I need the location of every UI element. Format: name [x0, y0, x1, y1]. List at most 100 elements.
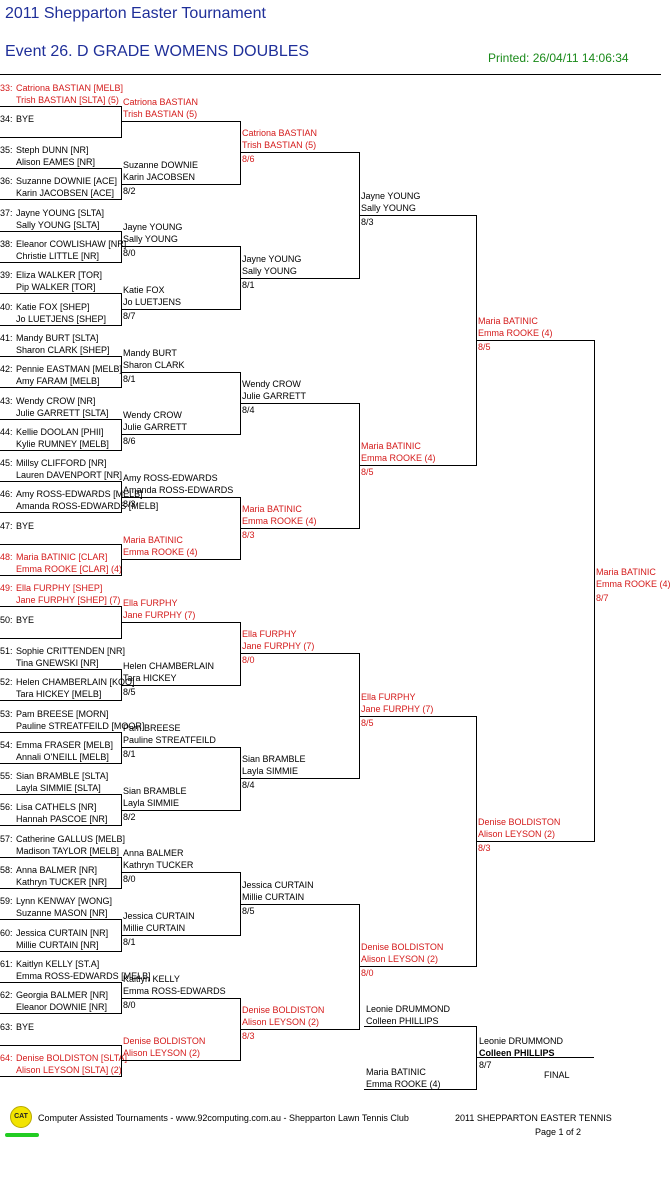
draw-number: 61:	[0, 958, 13, 969]
entry-player-1: Kellie DOOLAN [PHII]	[16, 426, 104, 437]
entry-player-2: Madison TAYLOR [MELB]	[16, 845, 120, 856]
match-score: 8/7	[123, 310, 136, 321]
entry-player-1: Catherine GALLUS [MELB]	[16, 833, 126, 844]
draw-number: 45:	[0, 458, 13, 469]
bracket-line	[121, 371, 240, 373]
round-2-player-1: Katie FOX	[123, 284, 165, 295]
round-6-player-1: Maria BATINIC	[596, 566, 656, 577]
draw-number: 33:	[0, 82, 13, 93]
bracket-line	[364, 1089, 476, 1090]
bracket-line	[0, 1013, 121, 1015]
round-2-player-2: Sally YOUNG	[123, 234, 178, 245]
bracket-line	[121, 183, 240, 185]
match-score: 8/5	[478, 342, 491, 353]
draw-number: 37:	[0, 207, 13, 218]
round-2-player-2: Jo LUETJENS	[123, 296, 182, 307]
entry-player-2: Amanda ROSS-EDWARDS [MELB]	[16, 501, 159, 512]
footer-page: Page 1 of 2	[535, 1127, 582, 1137]
draw-number: 43:	[0, 395, 13, 406]
draw-number: 60:	[0, 927, 13, 938]
entry-player-2: Karin JACOBSEN [ACE]	[16, 188, 115, 199]
round-5-player-2: Alison LEYSON (2)	[478, 829, 556, 840]
round-4-player-2: Jane FURPHY (7)	[361, 703, 434, 714]
bracket-line	[0, 731, 121, 733]
match-score: 8/3	[242, 1030, 255, 1041]
bracket-line	[0, 794, 121, 796]
bracket-line	[0, 230, 121, 232]
entry-player-2: Kathryn TUCKER [NR]	[16, 877, 107, 887]
match-score: 8/0	[123, 248, 136, 259]
bracket-line	[0, 856, 121, 858]
bracket-line	[0, 950, 121, 952]
draw-number: 54:	[0, 739, 13, 750]
draw-number: 53:	[0, 708, 13, 719]
bracket-line	[0, 355, 121, 357]
entry-player-1: BYE	[16, 1021, 35, 1032]
round-5-player-1: Maria BATINIC	[478, 316, 538, 327]
round-2-player-2: Julie GARRETT	[123, 422, 188, 433]
round-3-player-1: Wendy CROW	[242, 378, 301, 389]
entry-player-2: Tina GNEWSKI [NR]	[16, 657, 99, 668]
round-3-player-1: Jayne YOUNG	[242, 253, 302, 264]
round-2-player-1: Kaitlyn KELLY	[123, 973, 180, 984]
entry-player-2: Sharon CLARK [SHEP]	[16, 344, 110, 355]
round-2-player-1: Mandy BURT	[123, 347, 177, 358]
entry-player-2: Kylie RUMNEY [MELB]	[16, 438, 109, 449]
tournament-title: 2011 Shepparton Easter Tournament	[5, 5, 266, 22]
round-2-player-1: Helen CHAMBERLAIN	[123, 660, 215, 671]
bracket-line	[0, 762, 121, 764]
bracket-line	[0, 418, 121, 420]
draw-number: 57:	[0, 833, 13, 844]
entry-player-2: Trish BASTIAN [SLTA] (5)	[16, 94, 119, 105]
bracket-line	[121, 621, 240, 623]
entry-player-2: Annali O'NEILL [MELB]	[16, 751, 109, 762]
entry-player-1: Mandy BURT [SLTA]	[16, 332, 99, 343]
draw-number: 56:	[0, 802, 13, 813]
round-2-player-1: Catriona BASTIAN	[123, 97, 199, 108]
draw-number: 47:	[0, 520, 13, 531]
draw-number: 49:	[0, 583, 13, 594]
bracket-line	[0, 575, 121, 576]
draw-number: 42:	[0, 364, 13, 375]
round-4-player-1: Maria BATINIC	[361, 441, 421, 452]
bracket-line	[0, 481, 121, 483]
round-5-player-2: Emma ROOKE (4)	[478, 328, 553, 339]
entry-player-1: Helen CHAMBERLAIN [KOO]	[16, 677, 135, 688]
entry-player-1: Maria BATINIC [CLAR]	[16, 552, 108, 562]
bracket-line	[121, 809, 240, 811]
draw-number: 63:	[0, 1021, 13, 1032]
round-2-player-1: Anna BALMER	[123, 848, 184, 859]
match-score: 8/3	[123, 498, 136, 509]
entry-player-1: Wendy CROW [NR]	[16, 395, 96, 406]
round-2-player-1: Denise BOLDISTON	[123, 1036, 206, 1047]
round-3-player-2: Sally YOUNG	[242, 265, 297, 276]
round-3-player-1: Denise BOLDISTON	[242, 1004, 325, 1015]
round-2-player-2: Kathryn TUCKER	[123, 860, 194, 871]
entry-player-2: Emma ROSS-EDWARDS [MELB]	[16, 970, 151, 981]
match-score: 8/1	[242, 279, 255, 290]
footer-tournament: 2011 SHEPPARTON EASTER TENNIS	[455, 1113, 612, 1123]
round-4-player-1: Denise BOLDISTON	[361, 942, 444, 953]
entry-player-1: Sian BRAMBLE [SLTA]	[16, 771, 109, 782]
bracket-line	[0, 136, 121, 138]
draw-number: 38:	[0, 239, 13, 249]
match-score: 8/4	[242, 404, 255, 415]
round-3-player-1: Sian BRAMBLE	[242, 754, 306, 765]
final-bottom-player-2: Emma ROOKE (4)	[366, 1079, 441, 1089]
final-bottom-player-1: Maria BATINIC	[366, 1067, 426, 1077]
final-winner-player-2: Colleen PHILLIPS	[479, 1048, 555, 1058]
draw-number: 55:	[0, 771, 13, 782]
match-score: 8/4	[242, 780, 255, 791]
match-score: 8/2	[123, 185, 136, 196]
round-2-player-2: Amanda ROSS-EDWARDS	[123, 484, 234, 495]
draw-number: 52:	[0, 677, 13, 688]
draw-number: 62:	[0, 990, 13, 1001]
bracket-line	[476, 841, 594, 843]
entry-player-1: Ella FURPHY [SHEP]	[16, 583, 103, 594]
round-2-player-2: Alison LEYSON (2)	[123, 1048, 201, 1059]
bracket-line	[121, 121, 240, 123]
bracket-line	[240, 903, 359, 905]
entry-player-2: Amy FARAM [MELB]	[16, 376, 100, 387]
entry-player-2: Millie CURTAIN [NR]	[16, 939, 99, 950]
round-2-player-2: Sharon CLARK	[123, 359, 185, 370]
